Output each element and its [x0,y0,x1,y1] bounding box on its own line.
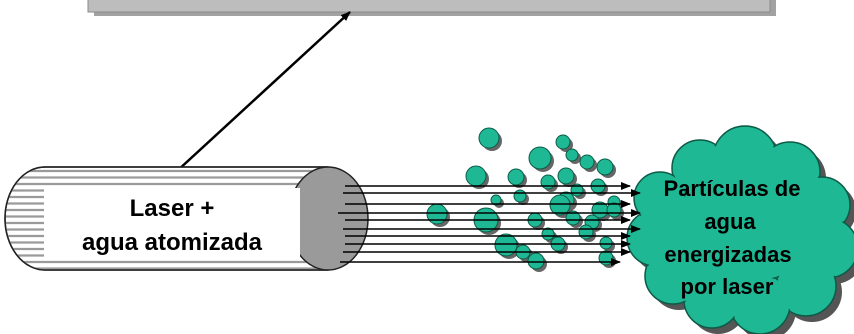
cylinder-label-bg [44,188,300,260]
cloud-lobe-fill [706,171,814,279]
cloud-label-line-1: Partículas de [664,176,801,201]
droplet-icon [596,158,616,178]
cloud-lobe-fill [777,257,835,315]
droplet-icon [478,127,502,151]
cloud-label-line-2: agua [704,209,756,234]
cloud-lobe-fill [635,173,685,223]
droplet-icon [555,134,573,152]
droplet-icon [540,174,558,192]
cloud-shape [626,125,854,334]
droplet-icon [528,146,554,172]
droplets-group [426,127,624,272]
cloud-label-line-3: energizadas [664,242,791,267]
laser-beams-group [338,182,641,266]
cloud-label-line-4: por laser [681,274,774,299]
droplet-icon [426,203,450,227]
droplet-icon [494,233,520,259]
droplet-icon [473,207,501,235]
droplet-icon [490,194,504,208]
cloud-lobe-fill [628,211,682,265]
droplet-icon [599,236,615,252]
cylinder-label-line-2: agua atomizada [82,229,263,256]
droplet-icon [557,167,577,187]
top-label-box [87,0,776,16]
cylinder-label-line-1: Laser + [130,195,215,222]
pointer-arrow-icon [151,11,351,195]
droplet-icon [565,148,581,164]
droplet-icon [507,168,527,188]
droplet-icon [579,154,597,172]
droplet-icon [565,210,583,228]
droplet-icon [465,165,489,189]
droplet-icon [598,250,616,268]
droplet-icon [527,252,547,272]
droplet-icon [527,212,545,230]
